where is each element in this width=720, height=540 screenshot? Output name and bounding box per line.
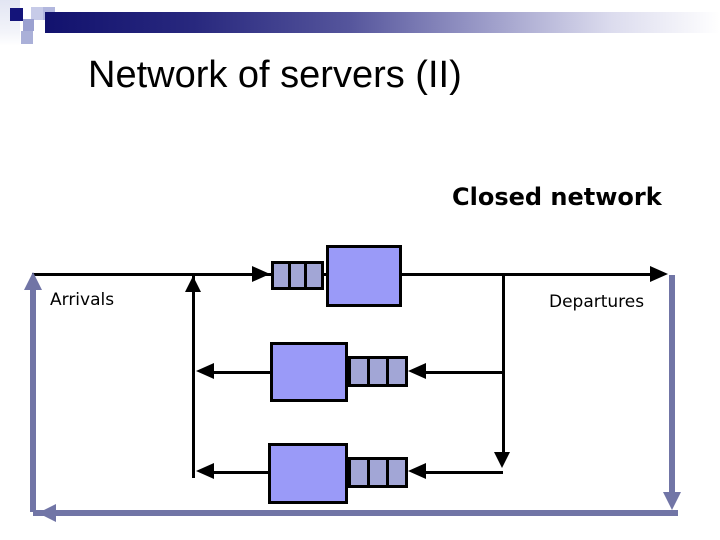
bottom-out-arrowhead-icon — [196, 463, 214, 479]
server-box-top — [326, 245, 402, 307]
bottom-out-line — [210, 471, 268, 474]
pixel-square-navy — [10, 8, 23, 21]
queue-slot — [351, 359, 370, 384]
middle-out-line — [210, 371, 270, 374]
feedback-loop-left-line — [30, 286, 36, 512]
departures-label: Departures — [549, 292, 645, 312]
feedback-down-arrowhead-icon — [663, 492, 681, 510]
queue-slot — [291, 264, 308, 287]
pixel-square-lavender — [21, 31, 33, 44]
left-merge-line — [192, 276, 195, 478]
feedback-up-arrowhead-icon — [24, 272, 42, 290]
queue-slot — [370, 359, 389, 384]
departures-arrowhead-icon — [650, 266, 668, 282]
feedback-loop-right-line — [669, 275, 675, 493]
queue-middle — [348, 356, 408, 387]
queue-slot — [274, 264, 291, 287]
bottom-in-arrowhead-icon — [408, 463, 426, 479]
slide-title: Network of servers (II) — [88, 54, 462, 96]
server-box-middle — [270, 342, 348, 402]
merge-up-arrowhead-icon — [185, 276, 201, 292]
queue-slot — [389, 460, 405, 485]
arrivals-label: Arrivals — [50, 290, 115, 310]
pixel-square-light-1 — [31, 7, 43, 20]
header-gradient-bar — [45, 12, 720, 33]
split-down-arrowhead-icon — [494, 452, 510, 468]
queue-slot — [351, 460, 370, 485]
middle-in-arrowhead-icon — [408, 363, 426, 379]
server-box-bottom — [268, 443, 348, 504]
middle-out-arrowhead-icon — [196, 363, 214, 379]
queue-slot — [370, 460, 389, 485]
feedback-loop-bottom-line — [33, 510, 678, 516]
pixel-square-medium — [23, 19, 34, 31]
top-queue-arrowhead-icon — [252, 266, 270, 282]
queue-slot — [307, 264, 321, 287]
header-left-strip — [0, 0, 20, 46]
middle-in-line — [424, 371, 502, 374]
queue-slot — [389, 359, 405, 384]
feedback-left-arrowhead-icon — [38, 504, 56, 522]
bottom-in-line — [424, 471, 503, 474]
queue-bottom — [348, 457, 408, 488]
subtitle-closed-network: Closed network — [452, 183, 662, 211]
right-split-line — [502, 276, 505, 452]
queue-top — [271, 261, 324, 290]
